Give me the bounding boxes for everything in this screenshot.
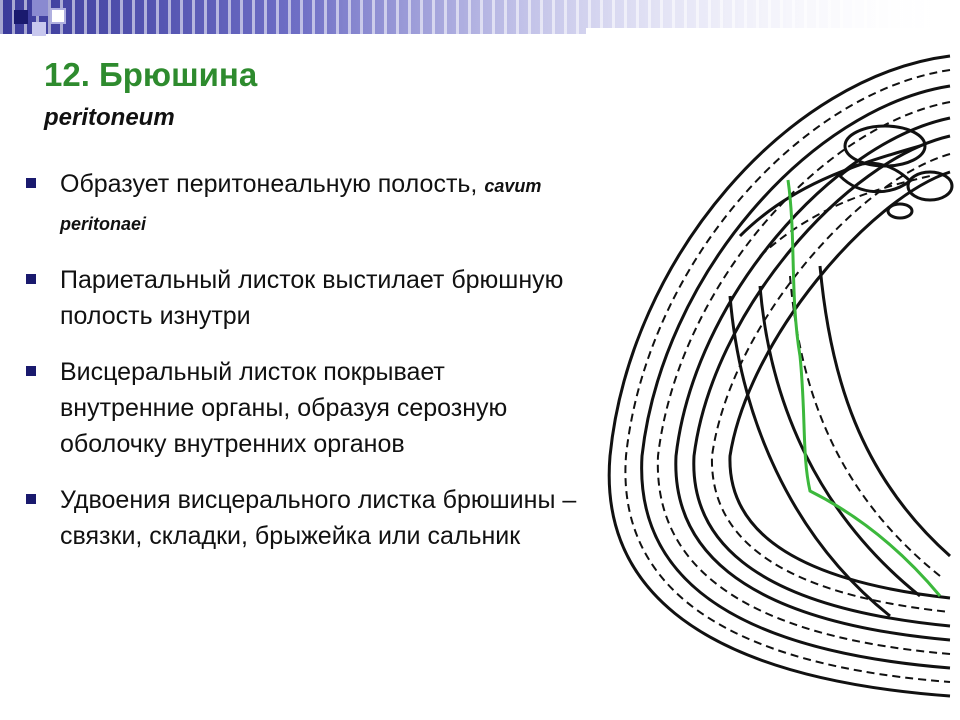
bullet-text: Образует перитонеальную полость, [60,170,485,198]
header-notch [586,28,960,54]
bullet-item: Париетальный листок выстилает брюшную по… [22,262,582,334]
corner-square-light [32,22,46,36]
corner-square-dark [14,10,28,24]
bullet-item: Удвоения висцерального листка брюшины – … [22,482,582,554]
peritoneum-cross-section-drawing [607,54,954,698]
slide-title: 12. Брюшина [44,56,258,93]
bullet-item: Висцеральный листок покрывает внутренние… [22,354,582,462]
bullet-list: Образует перитонеальную полость, cavum p… [22,166,582,574]
bullet-text: Висцеральный листок покрывает внутренние… [60,358,508,458]
parietal-peritoneum-line [786,179,942,597]
slide-subtitle: peritoneum [44,104,175,131]
corner-square-mid [32,0,48,16]
bullet-text: Париетальный листок выстилает брюшную по… [60,266,564,330]
bullet-latin-term: cavum peritonaei [60,176,542,234]
corner-square-outline [50,8,66,24]
bullet-text: Удвоения висцерального листка брюшины – … [60,486,577,550]
bullet-item: Образует перитонеальную полость, cavum p… [22,166,582,242]
square-bullet-icon [26,494,36,504]
square-bullet-icon [26,366,36,376]
square-bullet-icon [26,274,36,284]
square-bullet-icon [26,178,36,188]
